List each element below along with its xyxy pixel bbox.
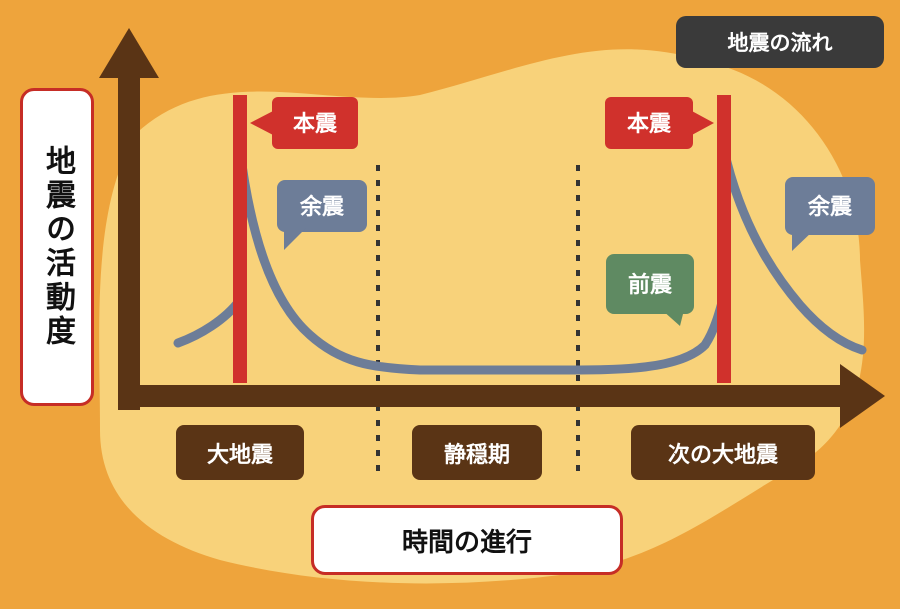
phase-label-major-quake: 大地震 (176, 425, 304, 480)
callout-aftershock-1: 余震 (277, 180, 367, 250)
svg-text:余震: 余震 (299, 194, 345, 220)
x-axis-arrowhead (840, 364, 885, 428)
callout-foreshock: 前震 (606, 254, 694, 326)
callout-mainshock-1: 本震 (250, 97, 358, 149)
title-badge: 地震の流れ (676, 16, 884, 68)
phase-label-quiet-period: 静穏期 (412, 425, 542, 480)
svg-text:本震: 本震 (293, 112, 338, 137)
y-axis (99, 28, 159, 410)
x-axis (118, 364, 885, 428)
y-axis-arrowhead (99, 28, 159, 78)
y-axis-label-box: 地震の活動度 (20, 88, 94, 406)
x-axis-label-box: 時間の進行 (311, 505, 623, 575)
svg-text:余震: 余震 (807, 194, 853, 220)
x-axis-label: 時間の進行 (401, 527, 532, 558)
svg-text:前震: 前震 (628, 272, 673, 298)
callout-mainshock-2: 本震 (605, 97, 714, 149)
callout-aftershock-2: 余震 (785, 177, 875, 251)
phase-label-next-major-quake: 次の大地震 (631, 425, 815, 480)
svg-text:本震: 本震 (627, 112, 672, 137)
y-axis-label: 地震の活動度 (40, 145, 75, 349)
